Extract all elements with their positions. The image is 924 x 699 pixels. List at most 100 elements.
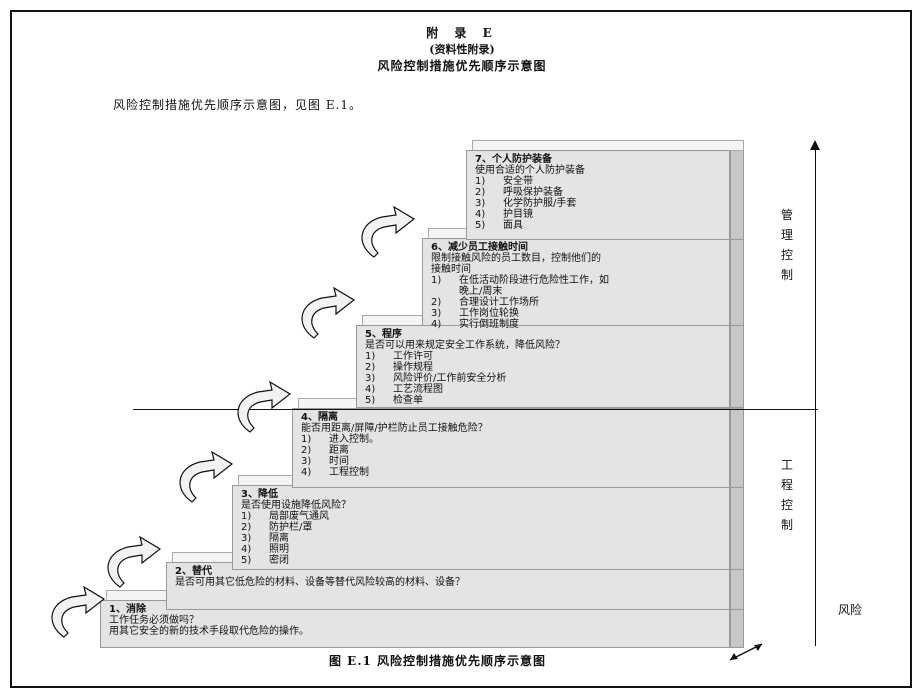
step-description: 是否可以用来规定安全工作系统，降低风险？ <box>365 340 565 351</box>
page-frame <box>10 10 912 688</box>
step-list-item: 3)化学防护服/手套 <box>475 198 721 209</box>
list-text: 护目镜 <box>503 209 533 220</box>
list-number: 1) <box>301 434 312 445</box>
step-title: 4、隔离 <box>301 412 338 423</box>
step-title: 2、替代 <box>175 566 212 577</box>
step-list-item: 5)密闭 <box>241 555 721 566</box>
list-number: 1) <box>431 275 442 286</box>
list-text: 操作规程 <box>393 362 433 373</box>
step-list-item: 3) 工作岗位轮换 <box>431 308 721 319</box>
curved-arrow-icon <box>301 286 356 339</box>
step-description: 能否用距离/屏障/护栏防止员工接触危险？ <box>301 423 488 434</box>
step-title: 7、个人防护装备 <box>475 154 552 165</box>
figure-caption: 图 E.1 风险控制措施优先顺序示意图 <box>329 654 547 668</box>
list-text: 化学防护服/手套 <box>503 198 577 209</box>
list-text: 照明 <box>269 544 289 555</box>
step-list-item: 1) 在低活动阶段进行危险性工作，如 <box>431 275 721 286</box>
list-text: 工作岗位轮换 <box>459 308 519 319</box>
step-list-item: 4) 护目镜 <box>475 209 721 220</box>
list-number: 2) <box>301 445 312 456</box>
list-text: 工作许可 <box>393 351 433 362</box>
appendix-title: 风险控制措施优先顺序示意图 <box>377 59 547 73</box>
list-text: 距离 <box>329 445 349 456</box>
list-text: 呼吸保护装备 <box>503 187 563 198</box>
step-title: 6、减少员工接触时间 <box>431 242 528 253</box>
step-title: 1、消除 <box>109 604 146 615</box>
step-list-item: 1) 工作许可 <box>365 351 721 362</box>
list-text: 密闭 <box>269 555 289 566</box>
list-text: 安全带 <box>503 176 533 187</box>
step-list-item: 3) 时间 <box>301 456 721 467</box>
list-text: 工艺流程图 <box>393 384 443 395</box>
curved-arrow-icon <box>51 585 106 638</box>
list-number: 2) <box>431 297 442 308</box>
curved-arrow-icon <box>361 205 416 258</box>
curved-arrow-icon <box>237 380 292 433</box>
up-arrow-icon <box>810 140 820 150</box>
list-number: 1) <box>365 351 376 362</box>
list-number: 3) <box>301 456 312 467</box>
intro-text: 风险控制措施优先顺序示意图，见图 E.1。 <box>113 98 363 112</box>
list-text: 在低活动阶段进行危险性工作，如 <box>459 275 609 286</box>
list-text: 隔离 <box>269 533 289 544</box>
step-description: 接触时间 <box>431 264 471 275</box>
step-side-5 <box>730 315 744 408</box>
step-list-item: 4)照明 <box>241 544 721 555</box>
step-list-item: 5) 面具 <box>475 220 721 231</box>
list-number: 1) <box>241 511 252 522</box>
list-text: 时间 <box>329 456 349 467</box>
step-list-item: 2) 距离 <box>301 445 721 456</box>
step-description: 是否可用其它低危险的材料、设备等替代风险较高的材料、设备？ <box>175 577 465 588</box>
list-number: 2) <box>241 522 252 533</box>
list-number: 3) <box>365 373 376 384</box>
step-side-3 <box>730 475 744 570</box>
list-text: 进入控制。 <box>329 434 379 445</box>
list-text: 风险评价/工作前安全分析 <box>393 373 507 384</box>
list-number: 5) <box>475 220 486 231</box>
step-list-item: 2) 合理设计工作场所 <box>431 297 721 308</box>
curved-arrow-icon <box>107 535 162 588</box>
list-text: 合理设计工作场所 <box>459 297 539 308</box>
step-title: 5、程序 <box>365 329 402 340</box>
step-list-item: 3)隔离 <box>241 533 721 544</box>
list-number: 4) <box>365 384 376 395</box>
step-list-item: 4) 工程控制 <box>301 467 721 478</box>
step-list-item: 3) 风险评价/工作前安全分析 <box>365 373 721 384</box>
diagonal-arrow-icon <box>729 643 763 661</box>
step-list-item: 4)实行倒班制度 <box>431 319 721 330</box>
step-description: 限制接触风险的员工数目，控制他们的 <box>431 253 601 264</box>
list-text: 晚上/周末 <box>459 286 503 297</box>
list-number: 1) <box>475 176 486 187</box>
step-list-item: 1) 局部废气通风 <box>241 511 721 522</box>
step-title: 3、降低 <box>241 489 278 500</box>
list-number: 4) <box>301 467 312 478</box>
list-number: 3) <box>431 308 442 319</box>
curved-arrow-icon <box>179 450 234 503</box>
step-list-item: 2)操作规程 <box>365 362 721 373</box>
list-number: 4) <box>475 209 486 220</box>
step-list-item: 1) 安全带 <box>475 176 721 187</box>
vertical-axis <box>815 148 816 646</box>
appendix-label: 附 录 E <box>426 26 498 40</box>
list-text: 防护栏/罩 <box>269 522 313 533</box>
list-number: 5) <box>365 395 376 406</box>
label-engineering-control: 工程控制 <box>780 458 793 532</box>
step-description: 使用合适的个人防护装备 <box>475 165 585 176</box>
step-list-item: 4) 工艺流程图 <box>365 384 721 395</box>
list-text: 工程控制 <box>329 467 369 478</box>
list-text: 局部废气通风 <box>269 511 329 522</box>
step-list-item: 晚上/周末 <box>431 286 721 297</box>
step-description: 工作任务必须做吗？ <box>109 615 199 626</box>
step-description: 用其它安全的新的技术手段取代危险的操作。 <box>109 626 309 637</box>
appendix-nature: (资料性附录) <box>429 43 495 56</box>
list-text: 面具 <box>503 220 523 231</box>
step-list-item: 5) 检查单 <box>365 395 721 406</box>
label-risk: 风险 <box>838 603 863 617</box>
step-side-4 <box>730 398 744 488</box>
step-side-6 <box>730 228 744 326</box>
list-text: 检查单 <box>393 395 423 406</box>
